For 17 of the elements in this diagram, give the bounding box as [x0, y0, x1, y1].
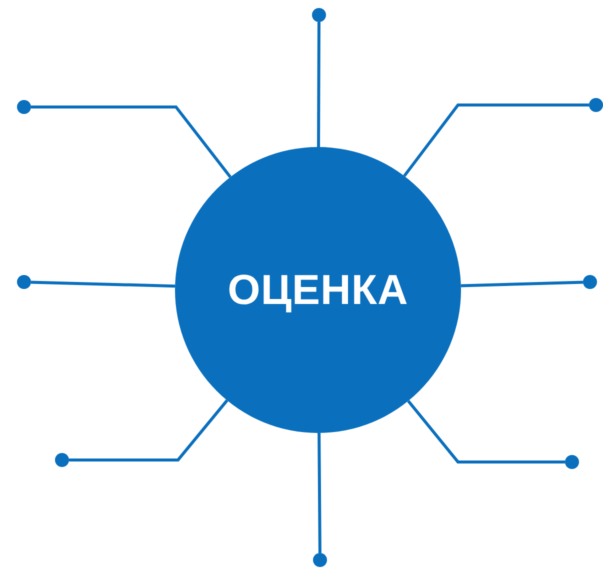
connector-line [30, 280, 176, 288]
end-dot [312, 8, 326, 22]
connector-line [317, 22, 320, 147]
end-dot [565, 455, 579, 469]
connector-line [460, 280, 584, 288]
connector-line [31, 106, 232, 178]
connector-line [407, 400, 565, 464]
connector-line [69, 399, 228, 462]
end-dot [17, 100, 31, 114]
end-dot [17, 275, 31, 289]
end-dot [313, 553, 327, 567]
circle-title: ОЦЕНКА [228, 266, 408, 314]
connector-line [318, 432, 322, 554]
end-dot [583, 275, 597, 289]
connector-line [403, 104, 589, 177]
end-dot [55, 453, 69, 467]
end-dot [589, 98, 603, 112]
